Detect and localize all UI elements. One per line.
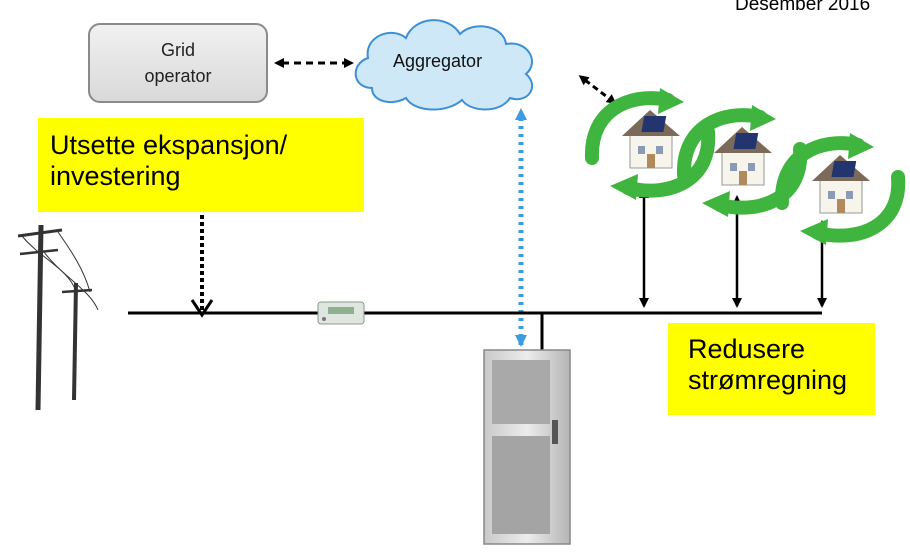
grid-operator-line1: Grid <box>160 40 195 60</box>
electric-meter-icon <box>317 301 365 325</box>
grid-operator-line2: operator <box>144 66 212 86</box>
deferral-callout-line2: investering <box>50 161 181 191</box>
deferral-callout-line1: Utsette ekspansjon/ <box>50 130 288 160</box>
aggregator-label: Aggregator <box>393 51 483 71</box>
battery-cabinet-icon <box>483 349 571 545</box>
aggregator-cloud-icon <box>354 19 533 111</box>
bill-callout-line1: Redusere <box>688 334 806 364</box>
date-label: Desember 2016 <box>735 0 871 15</box>
grid-operator-box: Grid operator <box>88 23 268 103</box>
aggregator-houses-link <box>578 75 617 105</box>
bill-callout-line2: strømregning <box>688 365 848 395</box>
bill-callout: Redusere strømregning <box>668 323 875 415</box>
utility-poles-icon <box>17 224 99 411</box>
deferral-arrow-head <box>190 299 214 318</box>
deferral-callout: Utsette ekspansjon/ investering <box>38 118 364 212</box>
